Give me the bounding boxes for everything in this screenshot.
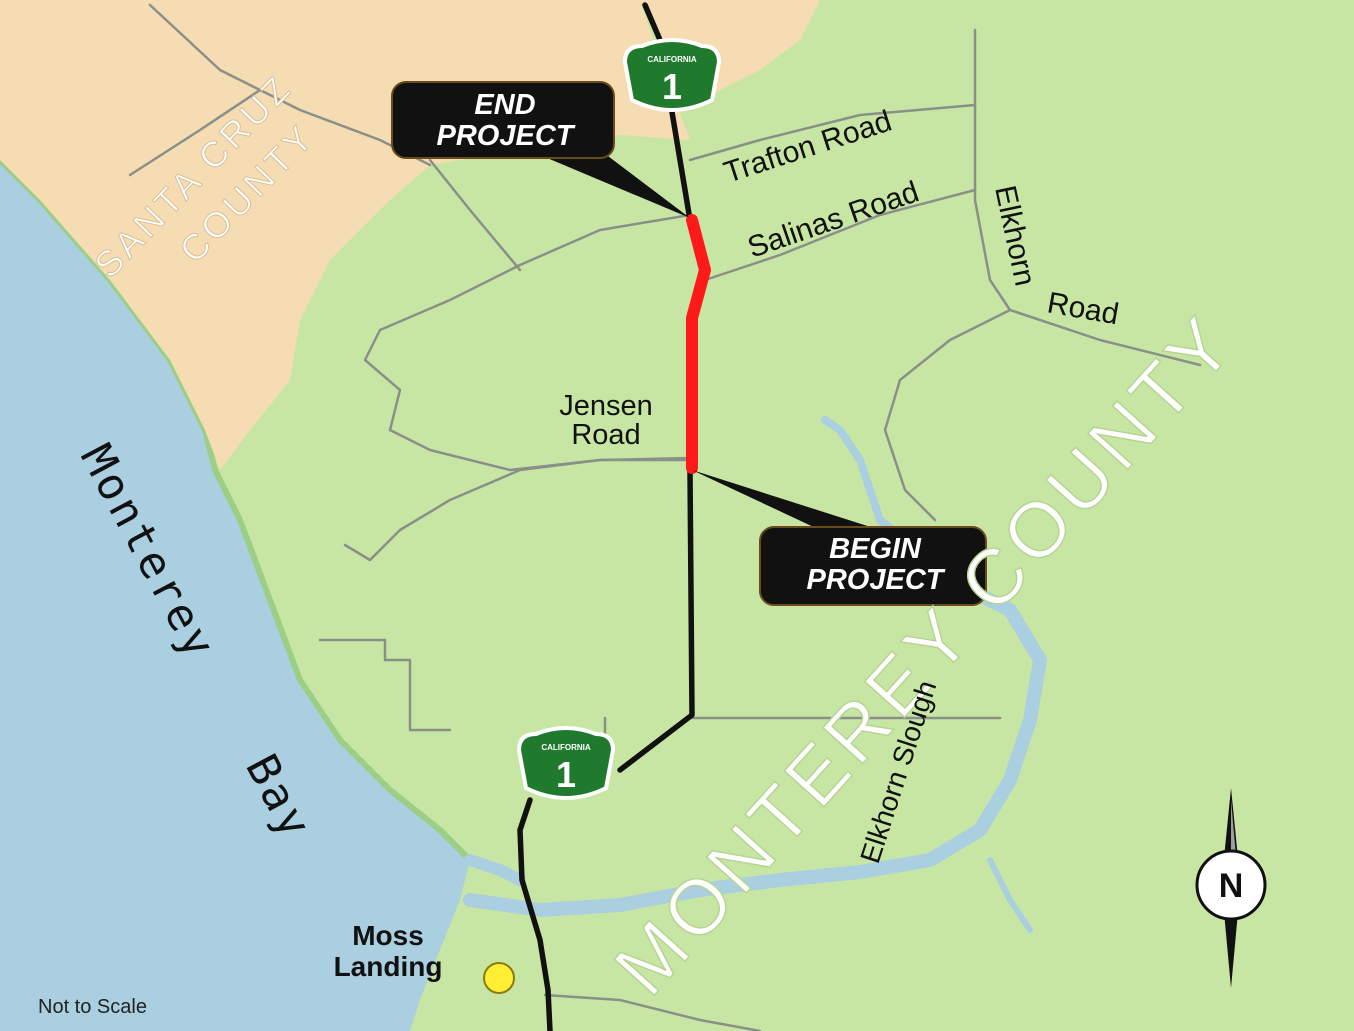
begin-project-callout: BEGIN PROJECT <box>759 526 987 606</box>
south-road <box>543 993 762 1031</box>
north-arrow-circle <box>1195 849 1267 921</box>
elkhorn-road-line <box>973 28 1202 367</box>
moss-landing-label-line1: Moss <box>352 920 424 951</box>
elkhorn-road-branch <box>883 308 1012 522</box>
jensen-road-line <box>343 456 692 562</box>
moss-landing-marker <box>483 962 515 994</box>
begin-project-pointer <box>692 470 880 530</box>
begin-callout-line1: BEGIN <box>829 533 922 565</box>
route-1-shield-north: CALIFORNIA 1 <box>622 38 722 113</box>
santa-cruz-road-2 <box>128 88 262 177</box>
begin-callout-line2: PROJECT <box>807 564 946 596</box>
north-arrow: N <box>1195 788 1267 988</box>
jensen-road-label-line1: Jensen <box>559 390 653 422</box>
jensen-road-label-line2: Road <box>571 419 640 451</box>
shield-state-south: CALIFORNIA <box>541 743 591 752</box>
end-project-callout: END PROJECT <box>391 81 615 159</box>
north-arrow-label: N <box>1219 867 1244 905</box>
moss-landing-label-line2: Landing <box>334 951 443 982</box>
shield-number-north: 1 <box>662 66 682 107</box>
moss-landing-harbor <box>464 854 526 886</box>
end-project-pointer <box>540 150 690 218</box>
shield-number-south: 1 <box>556 754 576 795</box>
highway-1-moss-landing <box>517 797 553 1031</box>
slough-side-channel <box>987 857 1033 933</box>
county-line-road <box>428 158 522 272</box>
elkhorn-slough-water <box>463 583 1047 917</box>
end-callout-line2: PROJECT <box>437 120 576 152</box>
trafton-road-line <box>688 103 977 162</box>
highway-1-south <box>617 467 695 773</box>
route-1-shield-south: CALIFORNIA 1 <box>516 726 616 801</box>
boundary-step-line <box>318 638 452 732</box>
end-callout-line1: END <box>474 89 535 121</box>
monterey-bay-water <box>0 160 470 1031</box>
north-arrow-down <box>1224 912 1238 988</box>
salinas-road-line <box>703 188 977 282</box>
project-segment-red <box>686 214 711 474</box>
not-to-scale-note: Not to Scale <box>38 996 147 1018</box>
shield-state-north: CALIFORNIA <box>647 55 697 64</box>
